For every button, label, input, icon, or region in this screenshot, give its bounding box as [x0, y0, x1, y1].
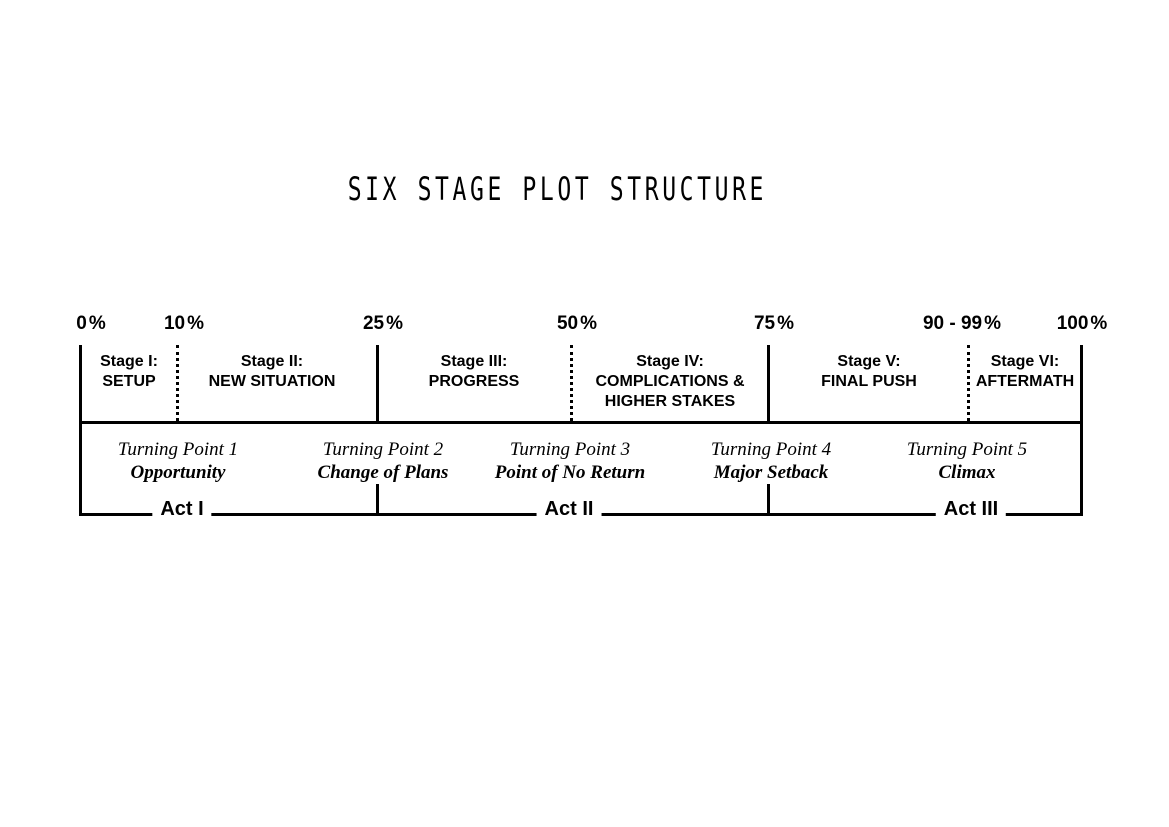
- act-3-label: Act III: [935, 498, 1007, 521]
- percent-marker-10: 10%: [163, 313, 205, 334]
- diagram-title: SIX STAGE PLOT STRUCTURE: [347, 170, 768, 208]
- right-border-line: [1080, 345, 1083, 516]
- dotted-divider-50: [570, 345, 573, 421]
- stage-6: Stage VI:AFTERMATH: [975, 353, 1075, 390]
- stage-1: Stage I:SETUP: [100, 353, 158, 390]
- act-1-label: Act I: [152, 498, 212, 521]
- percent-marker-90-99: 90 - 99%: [922, 313, 1002, 334]
- act-2-label: Act II: [536, 498, 602, 521]
- stage-3: Stage III:PROGRESS: [428, 353, 520, 390]
- stage-2: Stage II:NEW SITUATION: [208, 353, 336, 390]
- left-border-line: [79, 345, 82, 516]
- percent-marker-25: 25%: [362, 313, 404, 334]
- dotted-divider-10: [176, 345, 179, 421]
- percent-marker-100: 100%: [1056, 313, 1108, 334]
- percent-marker-0: 0%: [76, 313, 106, 334]
- divider-75-upper: [767, 345, 770, 422]
- horizontal-divider: [79, 421, 1083, 424]
- stage-4: Stage IV:COMPLICATIONS &HIGHER STAKES: [595, 353, 745, 410]
- divider-25-upper: [376, 345, 379, 422]
- stage-5: Stage V:FINAL PUSH: [821, 353, 917, 390]
- percent-marker-75: 75%: [753, 313, 795, 334]
- divider-25-lower: [376, 484, 379, 514]
- divider-75-lower: [767, 484, 770, 514]
- dotted-divider-90: [967, 345, 970, 421]
- percent-marker-50: 50%: [556, 313, 598, 334]
